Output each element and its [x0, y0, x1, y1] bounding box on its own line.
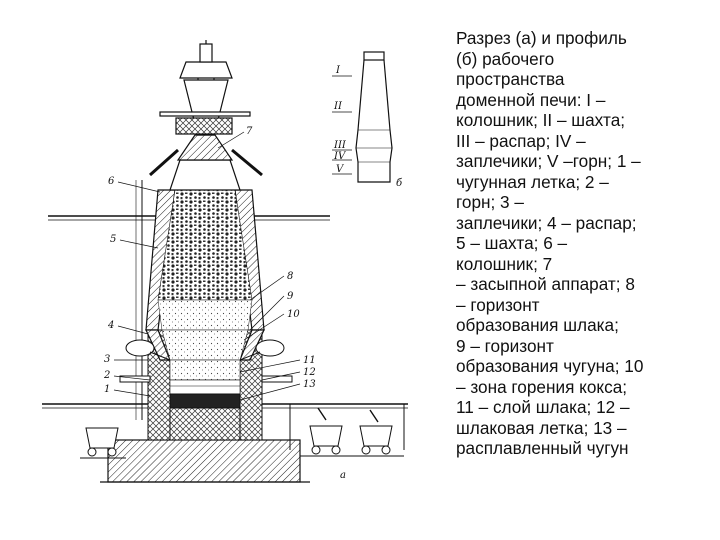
callout-10: 10 [287, 309, 300, 320]
callout-12: 12 [303, 367, 316, 378]
furnace-profile [332, 51, 393, 183]
zone-label-2: II [333, 101, 343, 112]
caption-line: заплечики; V –горн; 1 – [456, 151, 641, 171]
callout-6: 6 [108, 176, 115, 187]
caption-line: доменной печи: I – [456, 89, 606, 110]
caption-line: – зона горения кокса; [456, 376, 628, 397]
right-callouts: 7 8 9 10 11 12 13 [246, 126, 316, 390]
zone-label-3: III [333, 140, 347, 151]
zone-label-1: I [335, 65, 341, 76]
caption-line: колошник; II – шахта; [456, 110, 626, 130]
caption-line: колошник; 7 [456, 253, 553, 274]
zone-label-5: V [336, 164, 345, 175]
caption-line: 9 – горизонт [456, 335, 554, 356]
caption-line: образования шлака; [456, 315, 619, 335]
left-callout-leaders [113, 181, 161, 397]
caption-line: заплечики; 4 – распар; [456, 212, 637, 233]
callout-1: 1 [104, 384, 110, 395]
caption-line: 5 – шахта; 6 – [456, 233, 568, 253]
callout-11: 11 [303, 355, 316, 366]
caption-line: образования чугуна; 10 [456, 356, 644, 376]
zone-label-4: IV [333, 151, 347, 162]
section-letter: а [340, 470, 346, 481]
charging-apparatus [149, 40, 263, 191]
callout-5: 5 [110, 234, 116, 245]
caption-line: Разрез (а) и профиль [456, 28, 627, 48]
furnace-foundation [100, 439, 310, 483]
callout-7: 7 [246, 126, 253, 137]
callout-9: 9 [287, 291, 294, 302]
caption-line: 11 – слой шлака; 12 – [456, 397, 630, 417]
ladle-cars [80, 407, 404, 459]
callout-2: 2 [103, 370, 110, 381]
callout-8: 8 [287, 271, 293, 282]
callout-13: 13 [303, 379, 316, 390]
callout-4: 4 [107, 320, 114, 331]
caption-line: III – распар; IV – [456, 130, 586, 151]
hearth-contents [169, 359, 241, 409]
tuyeres [119, 339, 293, 383]
profile-zone-labels: I II III IV V б [333, 65, 403, 189]
left-callouts: 6 5 4 3 2 1 [103, 176, 116, 395]
profile-letter: б [396, 178, 403, 189]
furnace-charge [157, 189, 253, 361]
caption-line: расплавленный чугун [456, 438, 629, 458]
caption-line: горн; 3 – [456, 192, 524, 212]
caption-line: – засыпной аппарат; 8 [456, 274, 635, 294]
right-callout-leaders [217, 131, 301, 401]
caption-line: (б) рабочего [456, 48, 555, 69]
caption-line: – горизонт [456, 294, 540, 315]
blast-furnace-figure: I II III IV V б 6 5 4 3 2 1 7 8 9 10 11 [42, 40, 408, 483]
callout-3: 3 [104, 354, 110, 365]
caption-line: пространства [456, 69, 565, 89]
caption-line: шлаковая летка; 13 – [456, 417, 627, 438]
caption-line: чугунная летка; 2 – [456, 171, 609, 192]
